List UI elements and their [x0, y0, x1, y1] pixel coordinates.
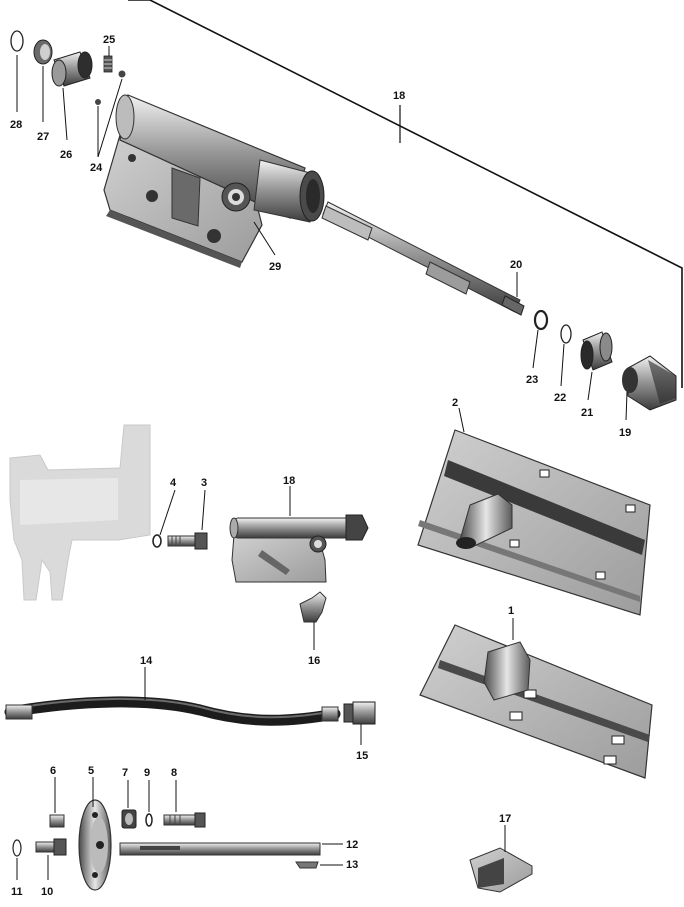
callout-label-27: 27 [37, 131, 49, 143]
callout-label-21: 21 [581, 407, 593, 419]
callout-label-14: 14 [140, 655, 153, 667]
callout-label-5: 5 [88, 765, 94, 777]
part-16-elbow-fitting: 16 [299, 591, 327, 667]
part-21-bushing: 21 [580, 331, 613, 419]
callout-label-6: 6 [50, 765, 56, 777]
callout-label-22: 22 [554, 392, 566, 404]
callout-label-24: 24 [90, 162, 103, 174]
part-28-snap-ring: 28 [10, 30, 24, 131]
callout-label-19: 19 [619, 427, 631, 439]
part-11-snap-ring: 11 [11, 839, 23, 898]
part-22-snap-ring: 22 [554, 324, 572, 404]
callout-label-17: 17 [499, 813, 511, 825]
callout-label-20: 20 [510, 259, 522, 271]
part-12-shaft: 12 [119, 839, 358, 856]
callout-label-18-top: 18 [393, 90, 405, 102]
callout-label-23: 23 [526, 374, 538, 386]
callout-label-13: 13 [346, 859, 358, 871]
callout-label-28: 28 [10, 119, 22, 131]
part-15-hose-fitting: 15 [343, 701, 376, 762]
callout-label-26: 26 [60, 149, 72, 161]
part-27-washer: 27 [33, 39, 53, 143]
callout-label-12: 12 [346, 839, 358, 851]
callout-label-2: 2 [452, 397, 458, 409]
callout-label-7: 7 [122, 767, 128, 779]
part-7-nut: 7 [121, 767, 137, 829]
part-5-flange: 5 [78, 765, 112, 891]
callout-label-18-mid: 18 [283, 475, 295, 487]
part-17-bracket-clip: 17 [469, 813, 533, 893]
ghost-mounting-bracket [9, 424, 151, 601]
callout-label-11: 11 [11, 886, 23, 898]
callout-label-4: 4 [170, 477, 177, 489]
part-10-cap-screw: 10 [35, 838, 67, 898]
callout-18-top: 18 [393, 90, 405, 143]
part-24-balls: 24 [90, 70, 126, 174]
part-3-cap-screw: 3 [167, 477, 208, 550]
part-8-cap-screw: 8 [163, 767, 206, 828]
part-2-upper-plate: 2 [417, 397, 651, 616]
part-25-spring: 25 [103, 34, 115, 73]
part-6-set-screw: 6 [49, 765, 65, 828]
assembly-18-bracket [128, 0, 683, 388]
part-9-lock-washer: 9 [144, 767, 153, 827]
callout-label-1: 1 [508, 605, 514, 617]
part-26-bushing: 26 [51, 51, 93, 161]
part-20-shaft: 20 [321, 201, 525, 316]
callout-label-29: 29 [269, 261, 281, 273]
part-19-knob: 19 [619, 355, 677, 439]
part-23-retaining-ring: 23 [526, 309, 549, 386]
part-housing-assembly: 29 [103, 94, 325, 273]
callout-label-10: 10 [41, 886, 53, 898]
callout-label-16: 16 [308, 655, 320, 667]
callout-label-3: 3 [201, 477, 207, 489]
callout-label-15: 15 [356, 750, 368, 762]
part-14-hose: 14 [4, 655, 341, 726]
callout-label-9: 9 [144, 767, 150, 779]
part-4-lock-washer: 4 [152, 477, 177, 548]
part-13-key: 13 [295, 859, 358, 871]
callout-label-25: 25 [103, 34, 115, 46]
callout-label-8: 8 [171, 767, 177, 779]
part-18-assembly-view: 18 [229, 475, 369, 583]
part-1-lower-plate: 1 [419, 605, 653, 779]
